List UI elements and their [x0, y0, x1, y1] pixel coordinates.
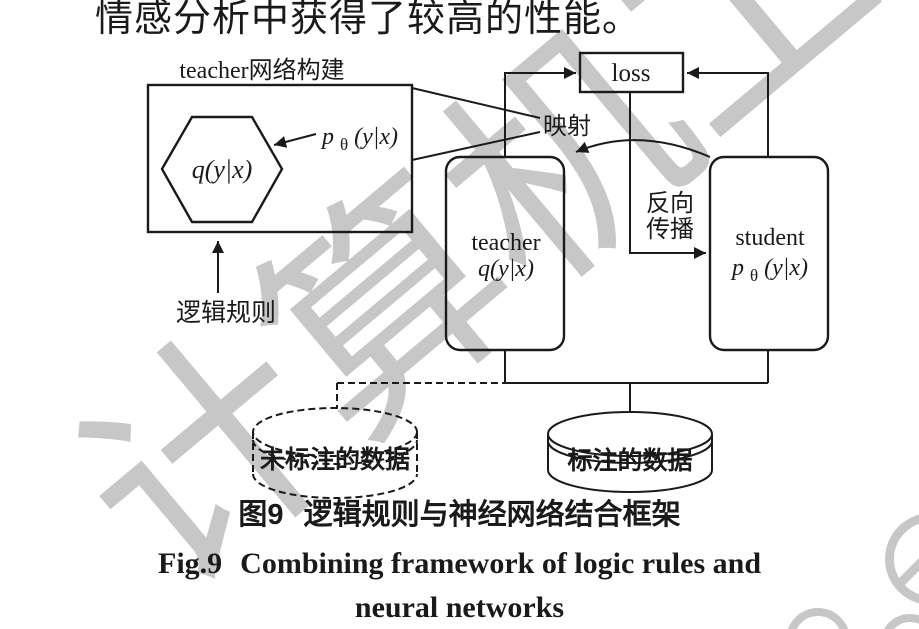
rule-hexagon — [160, 115, 284, 224]
loss-box — [578, 51, 685, 94]
unlabeled-data-cylinder — [252, 407, 418, 499]
figure-title-zh: 逻辑规则与神经网络结合框架 — [303, 499, 681, 531]
student-network-formula: p θ (y|x) — [730, 255, 808, 287]
student-to-loss-arrow — [687, 67, 769, 157]
figure-title-en: Combining framework of logic rules and — [240, 547, 761, 580]
teacher-construct-box — [146, 83, 414, 234]
logic-rules-label: 逻辑规则 — [176, 299, 276, 327]
figure-diagram: teacher网络构建 q(y|x) p θ (y|x) 逻辑规则 loss 反… — [146, 51, 830, 499]
teacher-network-label: teacher — [471, 230, 540, 256]
teacher-construct-title: teacher网络构建 — [179, 57, 344, 84]
cylinder-top — [252, 407, 418, 457]
mapping-funnel-top-line — [411, 87, 541, 119]
labeled-data-cylinder — [547, 411, 713, 493]
p-theta-pointer-label: p θ (y|x) — [320, 124, 398, 156]
backprop-label-line2: 传播 — [646, 216, 694, 243]
cylinder-bottom — [252, 473, 418, 499]
teacher-network-formula: q(y|x) — [478, 256, 534, 282]
unlabeled-data-label: 未标注的数据 — [260, 445, 410, 474]
figure-caption-en-line1: Fig.9 Combining framework of logic rules … — [0, 547, 919, 581]
cylinder-bottom — [547, 469, 713, 493]
backprop-arrow — [629, 92, 706, 259]
figure-number-zh: 图9 — [238, 499, 284, 531]
student-network-box — [708, 155, 830, 352]
teacher-to-loss-arrow — [504, 67, 576, 157]
labeled-data-label: 标注的数据 — [567, 446, 692, 475]
figure-caption-zh: 图9 逻辑规则与神经网络结合框架 — [0, 491, 919, 533]
student-to-teacher-mapping-arc — [575, 139, 711, 158]
figure-caption-en-line2: neural networks — [354, 591, 565, 624]
p-theta-pointer-arrow — [273, 133, 317, 148]
mapping-label: 映射 — [543, 113, 591, 140]
figure-number-en: Fig.9 — [158, 547, 223, 580]
student-network-label: student — [735, 225, 805, 251]
cylinder-rim — [547, 440, 713, 464]
cylinder-rim — [252, 439, 418, 465]
backprop-label-line1: 反向 — [646, 190, 694, 217]
mapping-funnel-bottom-line — [411, 131, 541, 161]
loss-label: loss — [612, 60, 651, 87]
hexagon-label: q(y|x) — [192, 155, 253, 184]
cylinder-top — [547, 411, 713, 457]
body-paragraph-text: 情感分析中获得了较高的性能。 — [95, 0, 642, 40]
